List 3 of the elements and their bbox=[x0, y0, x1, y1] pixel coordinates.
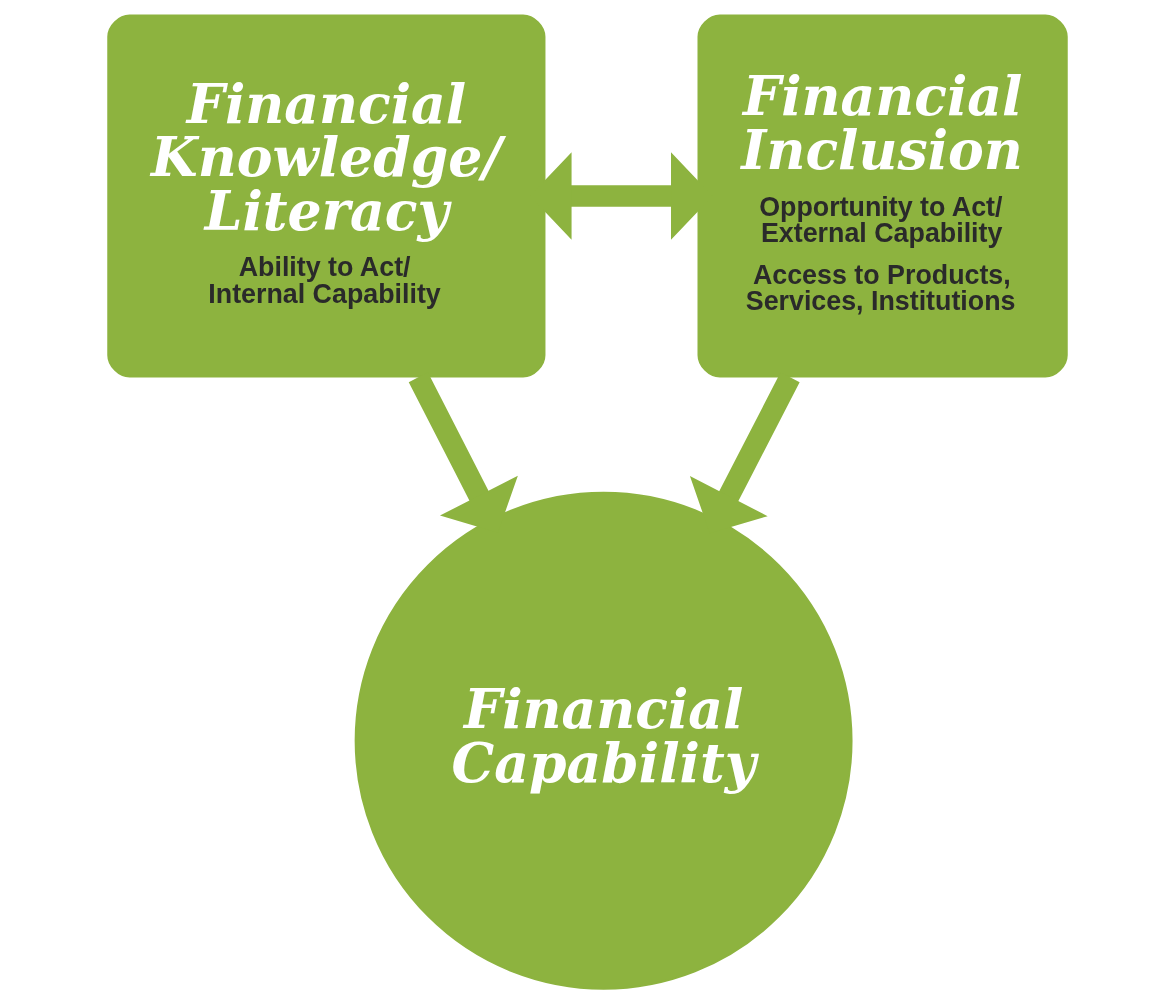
node-box: Financial Inclusion Opportunity to Act/ External Capability Access to Products, Services, Institutions bbox=[697, 14, 1068, 378]
node-box: Financial Knowledge/ Literacy Ability to Act/ Internal Capability bbox=[106, 14, 545, 378]
node-circle: Financial Capability bbox=[354, 491, 853, 990]
